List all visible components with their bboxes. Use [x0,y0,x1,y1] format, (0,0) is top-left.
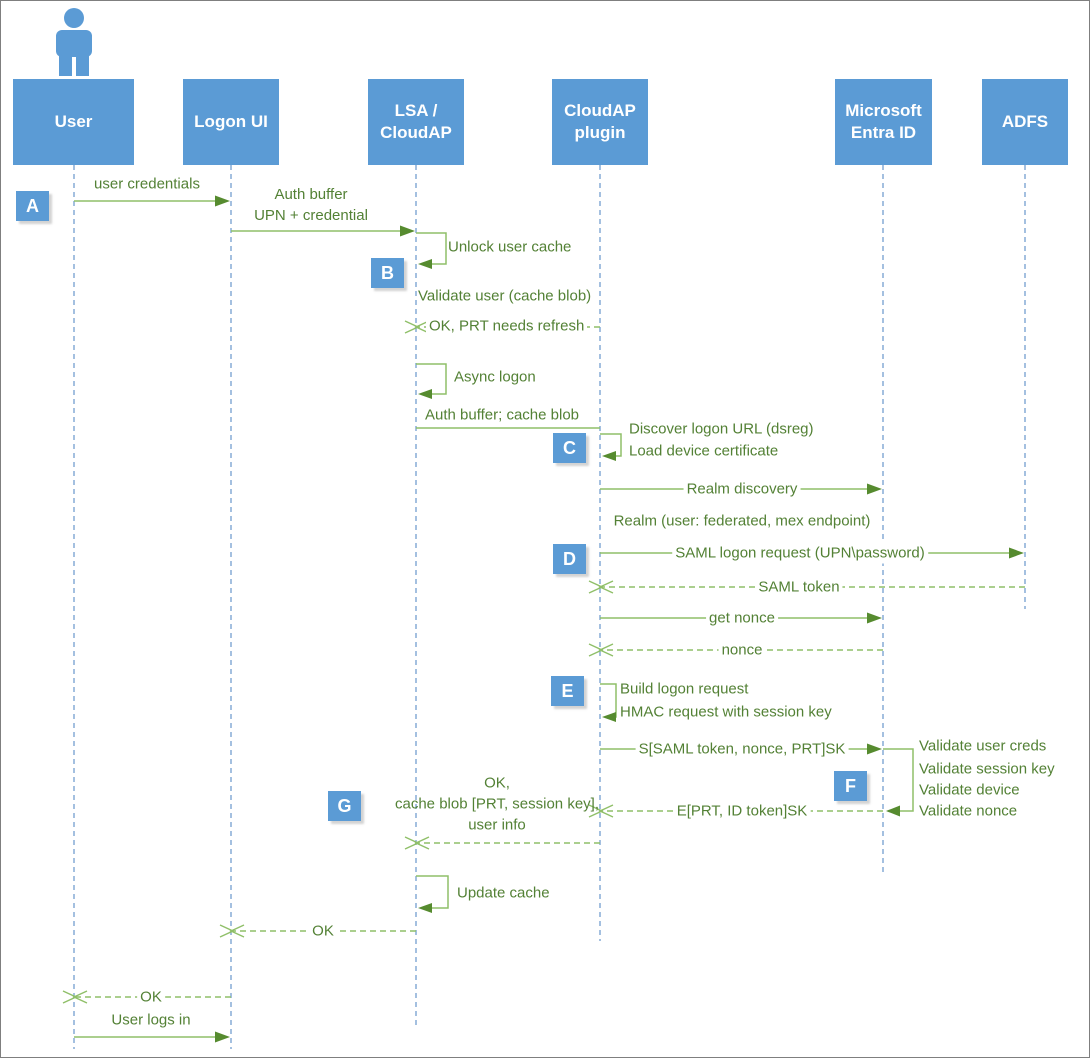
message-label-build-hmac: HMAC request with session key [620,703,832,721]
message-label-async-logon: Async logon [454,368,536,386]
message-label-unlock-user-cache: Unlock user cache [448,238,572,256]
actor-title-line: plugin [574,123,626,142]
message-label-user-credentials: user credentials [94,175,200,193]
arrowhead-discover-load [602,451,616,461]
step-label-g: G [328,791,361,821]
person-icon [56,8,92,76]
arrowhead-signed-request [867,743,882,755]
message-label-entra-validate-notes: Validate user creds [919,737,1047,755]
self-message-update-cache [416,875,449,909]
message-label-realm-response: Realm (user: federated, mex endpoint) [613,512,871,530]
message-label-saml-logon-request: SAML logon request (UPN\password) [672,542,928,564]
message-label-line: user info [468,816,526,834]
arrowhead-build-hmac [602,712,616,722]
message-label-update-cache: Update cache [457,884,550,902]
person-icon [34,6,114,83]
message-label-entra-validate-notes: Validate nonce [919,802,1018,820]
arrowhead-user-logs-in [215,1031,230,1043]
message-label-discover-load: Load device certificate [629,442,779,460]
actor-box-user: User [13,79,134,165]
message-label-line: OK, [484,774,510,792]
open-arrowhead-saml-token [598,580,614,594]
step-label-b: B [371,258,404,288]
x [404,836,420,850]
actor-title-line: ADFS [1001,112,1049,131]
arrowhead-get-nonce [867,612,882,624]
message-label-line: UPN + credential [254,207,368,224]
message-label-encrypted-response: E[PRT, ID token]SK [673,800,811,822]
step-label-a: A [16,191,49,221]
step-label-d: D [553,544,586,574]
self-message-unlock-user-cache [416,232,447,265]
arrowhead-update-cache [418,903,432,913]
actor-title-line: Logon UI [194,112,268,131]
message-label-ok-prt-refresh: OK, PRT needs refresh [426,315,588,337]
arrowhead-async-logon [418,389,432,399]
x [219,924,235,938]
open-arrowhead-ok-to-logonui [229,924,245,938]
message-label-saml-token: SAML token [755,576,843,598]
actor-title-line: LSA / [394,101,438,120]
message-label-signed-request: S[SAML token, nonce, PRT]SK [635,738,849,760]
actor-title-line: Entra ID [850,123,917,142]
actor-box-cloudap: CloudAP plugin [552,79,648,165]
self-message-async-logon [416,363,447,395]
actor-box-lsa: LSA / CloudAP [368,79,464,165]
arrowhead-entra-validate-bracket [886,805,900,817]
arrowhead-auth-buffer-upn [400,225,415,237]
arrowhead-realm-discovery [867,483,882,495]
actor-title-line: CloudAP [564,101,636,120]
bracket-entra-validate-bracket [883,748,914,812]
open-arrowhead-ok-to-user [72,990,88,1004]
x [588,580,604,594]
step-label-c: C [553,433,586,463]
open-arrowhead-encrypted-response [598,804,614,818]
arrowhead-user-credentials [215,195,230,207]
open-arrowhead-ok-prt-refresh [414,320,430,334]
x [588,643,604,657]
self-message-discover-load [600,433,622,457]
x [588,804,604,818]
message-label-discover-load: Discover logon URL (dsreg) [629,420,814,438]
actor-title-line: CloudAP [380,123,452,142]
message-label-auth-buffer-cache-blob: Auth buffer; cache blob [422,404,582,426]
message-label-user-logs-in: User logs in [111,1011,191,1029]
self-message-build-hmac [600,683,617,718]
open-arrowhead-nonce [598,643,614,657]
message-label-validate-user: Validate user (cache blob) [418,287,592,305]
step-label-e: E [551,676,584,706]
message-label-realm-discovery: Realm discovery [683,478,801,500]
message-label-ok-to-logonui: OK [309,920,337,942]
arrowhead-saml-logon-request [1009,547,1024,559]
actor-title-line: Microsoft [845,101,922,120]
arrowhead-unlock-user-cache [418,259,432,269]
message-label-line: Auth buffer [274,186,348,203]
message-label-ok-cache-blob-note: OK, cache blob [PRT, session key], user in… [395,773,599,836]
message-label-line: cache blob [PRT, session key], [395,795,599,813]
message-label-get-nonce: get nonce [706,607,778,629]
step-label-f: F [834,771,867,801]
message-label-entra-validate-notes: Validate session key [919,760,1055,778]
x [404,320,420,334]
message-label-nonce: nonce [718,639,766,661]
actor-box-logonui: Logon UI [183,79,279,165]
actor-box-adfs: ADFS [982,79,1068,165]
open-arrowhead-ok-to-lsa [414,836,430,850]
actor-title-line: User [54,112,93,131]
message-label-ok-to-user: OK [137,986,165,1008]
x [62,990,78,1004]
message-label-entra-validate-notes: Validate device [919,781,1020,799]
message-label-build-hmac: Build logon request [620,680,749,698]
